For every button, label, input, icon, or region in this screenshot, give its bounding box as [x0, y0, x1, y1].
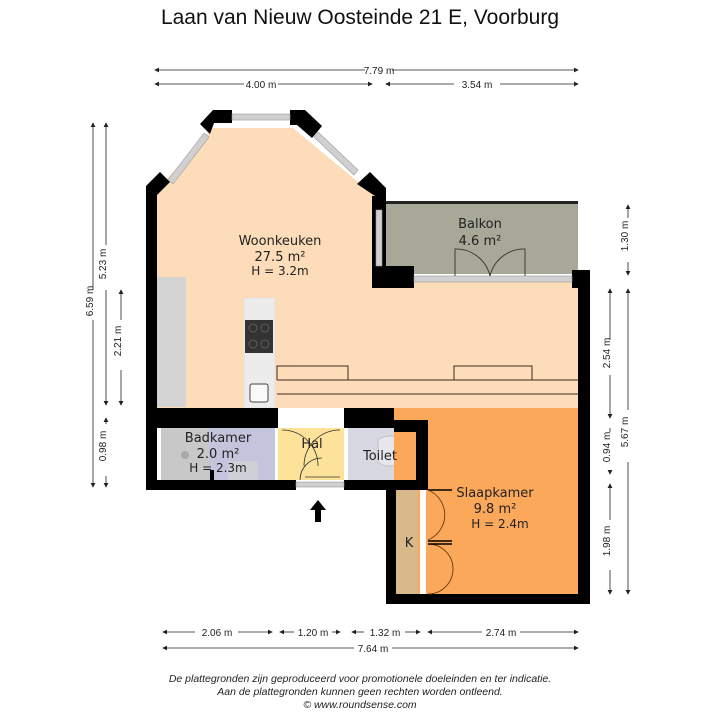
- sink: [249, 383, 269, 403]
- dim-right-balcony: 1.30 m: [620, 221, 631, 252]
- shower-drain: [181, 451, 189, 459]
- dim-top-total: 7.79 m: [364, 66, 395, 77]
- dim-left-total: 6.59 m: [85, 286, 96, 317]
- label-badkamer-area: 2.0 m²: [197, 447, 240, 462]
- label-toilet-name: Toilet: [362, 449, 397, 464]
- label-slaapkamer-name: Slaapkamer: [456, 486, 534, 501]
- label-balkon-name: Balkon: [458, 217, 502, 232]
- kitchen-counter: [156, 277, 186, 407]
- disclaimer-line-1: De plattegronden zijn geproduceerd voor …: [168, 673, 552, 685]
- dim-right-mid: 0.94 m: [602, 432, 613, 463]
- washbasin: [228, 461, 258, 480]
- label-badkamer-height: H = 2.3m: [189, 461, 246, 475]
- walls: [146, 110, 590, 604]
- windows: [167, 113, 573, 488]
- dimension-lines: [90, 67, 631, 651]
- dim-left-upper: 5.23 m: [98, 249, 109, 280]
- entrance-arrow-icon: [310, 500, 326, 522]
- dim-right-upper: 2.54 m: [602, 338, 613, 369]
- label-kast: K: [405, 536, 414, 551]
- dim-right-lower: 1.98 m: [602, 526, 613, 557]
- label-woonkeuken-height: H = 3.2m: [251, 264, 308, 278]
- room-kast: [396, 490, 418, 594]
- dim-right-total: 5.67 m: [620, 417, 631, 448]
- label-woonkeuken-area: 27.5 m²: [255, 250, 306, 265]
- label-slaapkamer-height: H = 2.4m: [471, 517, 528, 531]
- dim-bottom-2: 1.20 m: [298, 628, 329, 639]
- label-woonkeuken-name: Woonkeuken: [239, 234, 322, 249]
- dim-bottom-1: 2.06 m: [202, 628, 233, 639]
- cooktop-burners: [248, 323, 270, 349]
- dim-bottom-4: 2.74 m: [486, 628, 517, 639]
- dim-bottom-3: 1.32 m: [370, 628, 401, 639]
- room-hal: [278, 428, 344, 480]
- dim-bottom-total: 7.64 m: [358, 644, 389, 655]
- room-balkon: [386, 204, 578, 274]
- hal-doors: [281, 429, 341, 481]
- disclaimer-line-2: Aan de plattegronden kunnen geen rechten…: [217, 686, 503, 698]
- floorplan-title: Laan van Nieuw Oosteinde 21 E, Voorburg: [160, 6, 560, 29]
- dim-left-mid: 2.21 m: [113, 326, 124, 357]
- label-hal-name: Hal: [301, 437, 322, 452]
- label-badkamer-name: Badkamer: [185, 431, 252, 446]
- balcony-doors: [454, 248, 526, 277]
- copyright-line: © www.roundsense.com: [303, 699, 417, 711]
- disclaimer-footer: De plattegronden zijn geproduceerd voor …: [0, 673, 720, 712]
- dim-top-right: 3.54 m: [462, 80, 493, 91]
- label-balkon-area: 4.6 m²: [459, 234, 502, 249]
- wardrobe-doors: [427, 489, 454, 595]
- dim-top-left: 4.00 m: [246, 80, 277, 91]
- cooktop: [245, 320, 273, 353]
- dim-left-lower: 0.98 m: [98, 431, 109, 462]
- kitchen-cabinets: [276, 365, 578, 395]
- label-slaapkamer-area: 9.8 m²: [474, 502, 517, 517]
